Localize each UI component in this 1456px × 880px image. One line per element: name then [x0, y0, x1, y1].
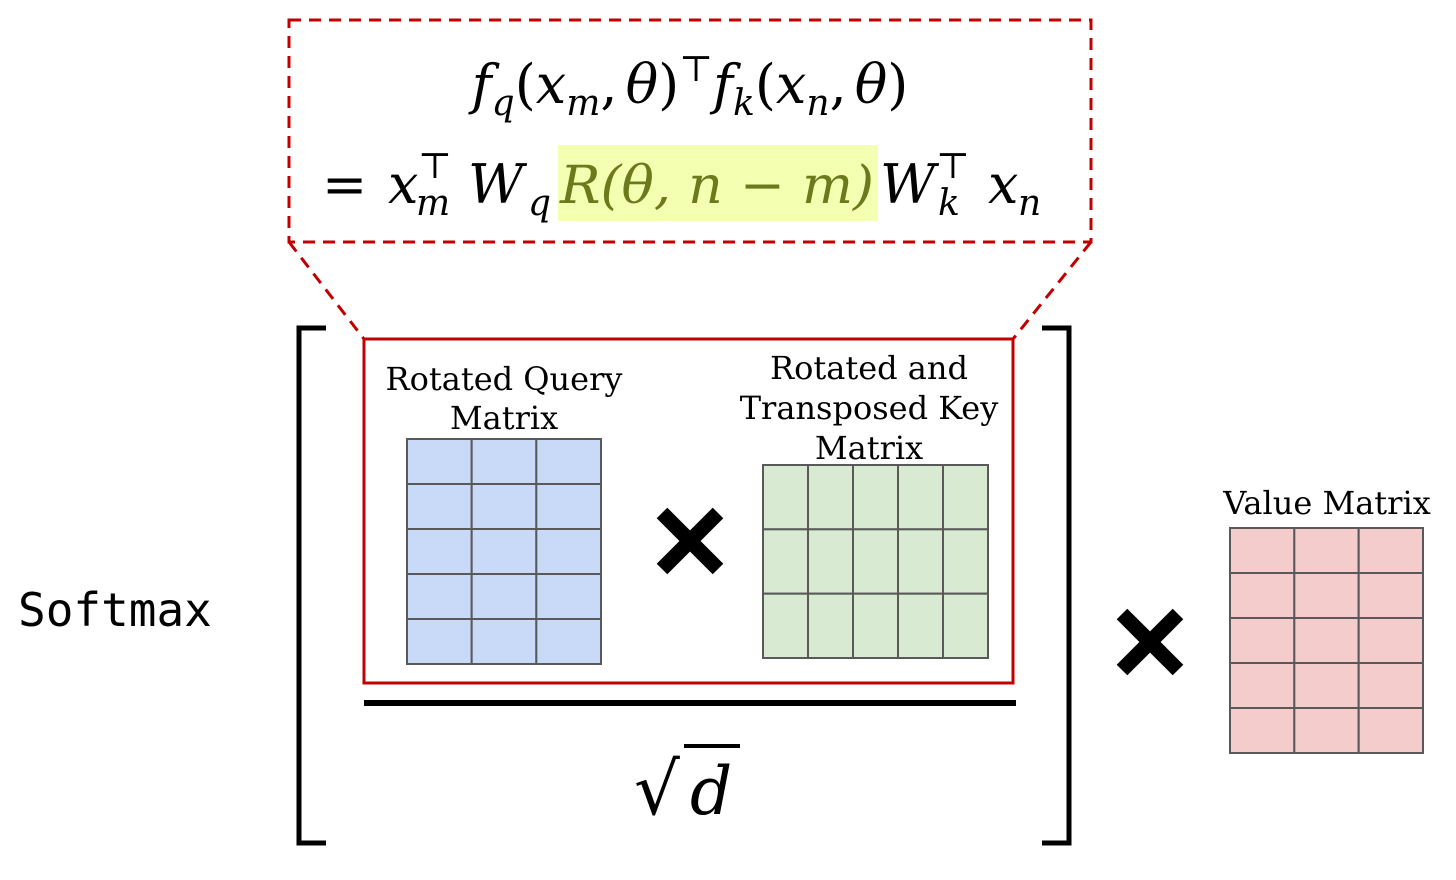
matrix-cell: [1229, 527, 1296, 574]
eq1-sub-m: m: [566, 83, 600, 124]
matrix-cell: [852, 528, 899, 595]
eq1-rparen: ): [658, 53, 679, 116]
query-matrix-label-line-1: Rotated Query: [386, 360, 623, 398]
matrix-cell: [1357, 662, 1425, 709]
eq1-sub-q: q: [492, 83, 515, 124]
matrix-cell: [897, 592, 944, 659]
right-bracket: [1042, 325, 1072, 846]
matrix-cell: [1229, 662, 1296, 709]
matrix-cell: [1357, 707, 1425, 754]
eq1-x2: x: [776, 53, 806, 116]
numerator-box: [362, 337, 1015, 685]
key-matrix-label-line-2: Transposed Key: [740, 389, 999, 427]
eq2-sub-n: n: [1018, 183, 1041, 224]
eq2-sub-q: q: [528, 183, 551, 224]
matrix-cell: [406, 438, 473, 485]
matrix-cell: [1293, 617, 1360, 664]
matrix-cell: [942, 528, 989, 595]
value-matrix: [1229, 527, 1425, 754]
multiply-icon: [1116, 608, 1184, 676]
equation-line-2: = x ⊤ m W q R(θ, n − m) W ⊤ k x n: [322, 146, 1041, 224]
matrix-cell: [1293, 662, 1360, 709]
matrix-cell: [535, 573, 603, 620]
matrix-cell: [942, 464, 989, 531]
eq1-transpose: ⊤: [679, 49, 713, 90]
matrix-cell: [406, 573, 473, 620]
key-matrix-label-line-3: Matrix: [815, 429, 923, 467]
matrix-cell: [897, 528, 944, 595]
eq2-W-2: W: [880, 153, 940, 216]
key-matrix-label-line-1: Rotated and: [770, 349, 968, 387]
callout-connector-left: [287, 241, 366, 340]
matrix-cell: [762, 592, 809, 659]
matrix-cell: [807, 528, 854, 595]
matrix-cell: [1229, 617, 1296, 664]
sqrt-variable: d: [690, 753, 732, 830]
eq1-rparen2: ): [887, 53, 908, 116]
eq1-lparen2: (: [755, 53, 776, 116]
matrix-cell: [762, 528, 809, 595]
matrix-cell: [762, 464, 809, 531]
matrix-cell: [1229, 572, 1296, 619]
eq2-rotation-term: R(θ, n − m): [559, 156, 874, 216]
equation-callout: fq(xm,θ)⊤fk(xn,θ) = x ⊤ m W q R(θ, n − m…: [287, 18, 1093, 340]
matrix-cell: [535, 618, 603, 665]
matrix-cell: [852, 464, 899, 531]
eq2-sub-m: m: [416, 183, 450, 224]
eq1-lparen: (: [515, 53, 536, 116]
eq2-x: x: [388, 153, 418, 216]
rotated-query-matrix: [406, 438, 603, 665]
eq1-sub-k: k: [733, 83, 755, 124]
eq1-sub-n: n: [806, 83, 829, 124]
eq1-x: x: [536, 53, 566, 116]
left-bracket: [296, 325, 326, 846]
matrix-cell: [406, 528, 473, 575]
dashed-callout-box: [287, 18, 1093, 244]
matrix-cell: [470, 618, 538, 665]
matrix-cell: [470, 528, 538, 575]
value-matrix-label: Value Matrix: [1222, 484, 1430, 522]
matrix-cell: [470, 438, 538, 485]
eq2-equals: =: [322, 153, 367, 216]
eq2-W: W: [468, 153, 528, 216]
matrix-cell: [535, 483, 603, 530]
rotated-transposed-key-matrix: [762, 464, 989, 659]
matrix-cell: [807, 592, 854, 659]
equation-line-1: fq(xm,θ)⊤fk(xn,θ): [468, 49, 909, 124]
sqrt-d-denominator: √ d: [634, 744, 740, 831]
matrix-cell: [897, 464, 944, 531]
matrix-cell: [942, 592, 989, 659]
matrix-cell: [406, 618, 473, 665]
matrix-cell: [535, 528, 603, 575]
matrix-cell: [1357, 572, 1425, 619]
eq2-sup-transpose: ⊤: [418, 146, 452, 187]
matrix-cell: [535, 438, 603, 485]
eq1-theta2: θ: [855, 53, 888, 116]
sqrt-symbol: √: [634, 747, 680, 831]
eq1-theta: θ: [626, 53, 659, 116]
eq1-comma: ,: [600, 53, 617, 116]
eq2-sub-k: k: [938, 183, 960, 224]
matrix-cell: [470, 483, 538, 530]
eq2-sup-transpose-2: ⊤: [936, 146, 970, 187]
eq2-x-2: x: [988, 153, 1018, 216]
matrix-cell: [1293, 572, 1360, 619]
query-matrix-label-line-2: Matrix: [450, 399, 558, 437]
matrix-cell: [406, 483, 473, 530]
matrix-cell: [470, 573, 538, 620]
matrix-cell: [1357, 617, 1425, 664]
matrix-cell: [1357, 527, 1425, 574]
matrix-cell: [1229, 707, 1296, 754]
matrix-cell: [1293, 707, 1360, 754]
matrix-cell: [1293, 527, 1360, 574]
callout-connector-right: [1011, 241, 1093, 340]
matrix-cell: [807, 464, 854, 531]
eq1-comma2: ,: [830, 53, 847, 116]
multiply-icon: [656, 507, 724, 575]
rotation-highlight: [558, 145, 878, 221]
softmax-label: Softmax: [18, 583, 212, 637]
matrix-cell: [852, 592, 899, 659]
